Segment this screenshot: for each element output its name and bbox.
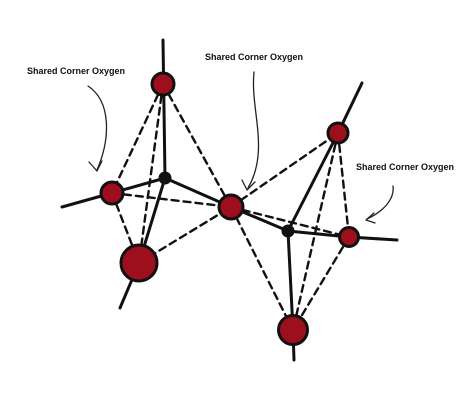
oxygen-atom-top-right (326, 121, 350, 145)
bond-si1-top (161, 38, 167, 180)
dash-edge (291, 235, 351, 332)
dash-edge (110, 191, 233, 209)
dash-edge (336, 131, 351, 239)
arrow-right-label-head (365, 212, 376, 224)
oxygen-atom-left-shared (99, 180, 125, 206)
bond-si2-bottom (286, 229, 295, 332)
dash-edge (229, 205, 351, 239)
bond-si2-top (286, 131, 340, 233)
oxygen-atom-center-shared (217, 193, 245, 221)
arrow-center-label (247, 71, 260, 189)
dash-edge (161, 82, 233, 209)
dash-edge (137, 82, 165, 265)
label-shared-corner-oxygen-right: Shared Corner Oxygen (356, 162, 454, 172)
oxygen-atom-bottom-large (119, 243, 159, 283)
arrow-left-label-head (88, 160, 103, 172)
arrow-center-label-head (241, 179, 256, 191)
silicon-atom-left (158, 171, 172, 185)
oxygen-atom-bottom-right (277, 314, 309, 346)
dash-edge (229, 205, 295, 332)
silicon-atom-right (281, 224, 295, 238)
arrow-left-label (87, 85, 108, 171)
dash-edge (291, 131, 340, 332)
label-shared-corner-oxygen-center: Shared Corner Oxygen (205, 52, 303, 62)
oxygen-atom-top (150, 71, 176, 97)
oxygen-atom-right-shared (338, 226, 360, 248)
label-shared-corner-oxygen-left: Shared Corner Oxygen (27, 66, 125, 76)
dash-edge (110, 82, 165, 195)
dash-edge (229, 131, 340, 209)
arrow-right-label (366, 185, 394, 220)
